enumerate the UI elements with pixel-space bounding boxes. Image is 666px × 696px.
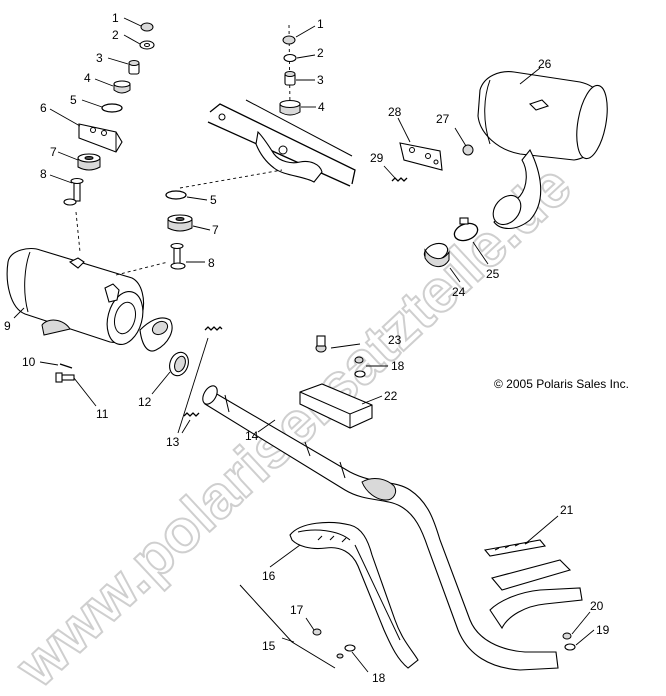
callout-24: 24 xyxy=(452,285,466,299)
callout-4-left: 4 xyxy=(84,71,91,85)
callout-2-left: 2 xyxy=(112,28,119,42)
callout-4-center: 4 xyxy=(318,100,325,114)
part-14-head-pipe xyxy=(202,385,583,671)
callout-28: 28 xyxy=(388,105,402,119)
part-18-nut-lower xyxy=(336,644,356,659)
callout-5-left: 5 xyxy=(70,93,77,107)
part-6-bracket xyxy=(78,123,123,153)
part-19-washer xyxy=(564,643,576,651)
callout-10: 10 xyxy=(22,355,36,369)
part-18-nut-upper xyxy=(354,356,366,378)
callout-labels: 1 2 3 4 5 6 7 8 9 10 11 12 13 14 15 16 1… xyxy=(4,11,610,685)
copyright-notice: © 2005 Polaris Sales Inc. xyxy=(494,377,629,391)
part-4-grommet-center xyxy=(279,99,301,116)
part-16-heat-shield xyxy=(289,521,419,669)
callout-19: 19 xyxy=(596,623,610,637)
part-28-bracket xyxy=(399,142,443,171)
callout-2-center: 2 xyxy=(317,46,324,60)
callout-27: 27 xyxy=(436,112,450,126)
callout-7-left: 7 xyxy=(50,145,57,159)
left-hardware-stack xyxy=(49,17,155,253)
frame-mount-section xyxy=(207,99,356,187)
callout-14: 14 xyxy=(245,429,259,443)
callout-8-center: 8 xyxy=(208,256,215,270)
part-5-ring-left xyxy=(101,103,123,113)
callout-11: 11 xyxy=(96,407,109,421)
callout-17: 17 xyxy=(290,603,304,617)
callout-22: 22 xyxy=(384,389,398,403)
part-1-nut-left xyxy=(140,22,154,32)
part-15-kit-bracket xyxy=(239,584,336,669)
part-3-bushing-center xyxy=(284,71,296,86)
part-12-gasket xyxy=(169,351,189,377)
part-7-grommet-left xyxy=(77,153,101,171)
part-8-bolt-center xyxy=(170,242,186,270)
part-2-washer-left xyxy=(139,40,155,50)
part-11-screw xyxy=(55,372,75,383)
part-23-spacer xyxy=(315,335,327,353)
callout-23: 23 xyxy=(388,333,402,347)
part-27-nut xyxy=(462,144,474,156)
part-10-spring xyxy=(59,363,73,369)
callout-29: 29 xyxy=(370,151,384,165)
part-21-gasket xyxy=(483,539,547,557)
callout-9: 9 xyxy=(4,319,11,333)
part-22-heat-shield xyxy=(299,383,373,429)
callout-5-center: 5 xyxy=(210,193,217,207)
callout-13: 13 xyxy=(166,435,180,449)
callout-3-left: 3 xyxy=(96,51,103,65)
part-9-muffler xyxy=(6,247,173,352)
part-1-nut-center xyxy=(282,35,296,45)
part-13-springs xyxy=(183,326,223,417)
callout-16: 16 xyxy=(262,569,276,583)
callout-7-center: 7 xyxy=(212,223,219,237)
callout-15: 15 xyxy=(262,639,276,653)
part-25-clamp xyxy=(453,217,479,242)
callout-1-center: 1 xyxy=(317,17,324,31)
callout-8-left: 8 xyxy=(40,167,47,181)
callout-1-left: 1 xyxy=(112,11,119,25)
callout-12: 12 xyxy=(138,395,152,409)
callout-21: 21 xyxy=(560,503,574,517)
part-2-washer-center xyxy=(283,53,297,63)
callout-25: 25 xyxy=(486,267,500,281)
callout-18-upper: 18 xyxy=(391,359,405,373)
part-3-bushing-left xyxy=(128,60,140,75)
part-24-gasket xyxy=(423,242,450,267)
part-20-nut xyxy=(562,632,572,640)
part-4-grommet-left xyxy=(113,80,131,94)
callout-3-center: 3 xyxy=(317,73,324,87)
callout-18-lower: 18 xyxy=(372,671,386,685)
part-7-grommet-center xyxy=(167,214,193,232)
part-8-bolt-left xyxy=(63,177,84,206)
callout-20: 20 xyxy=(590,599,604,613)
part-17-nut xyxy=(312,628,322,636)
callout-6: 6 xyxy=(40,101,47,115)
part-26-spark-arrestor-muffler xyxy=(477,71,608,230)
part-5-ring-center xyxy=(165,190,187,200)
callout-26: 26 xyxy=(538,57,552,71)
part-29-spring xyxy=(391,177,408,182)
